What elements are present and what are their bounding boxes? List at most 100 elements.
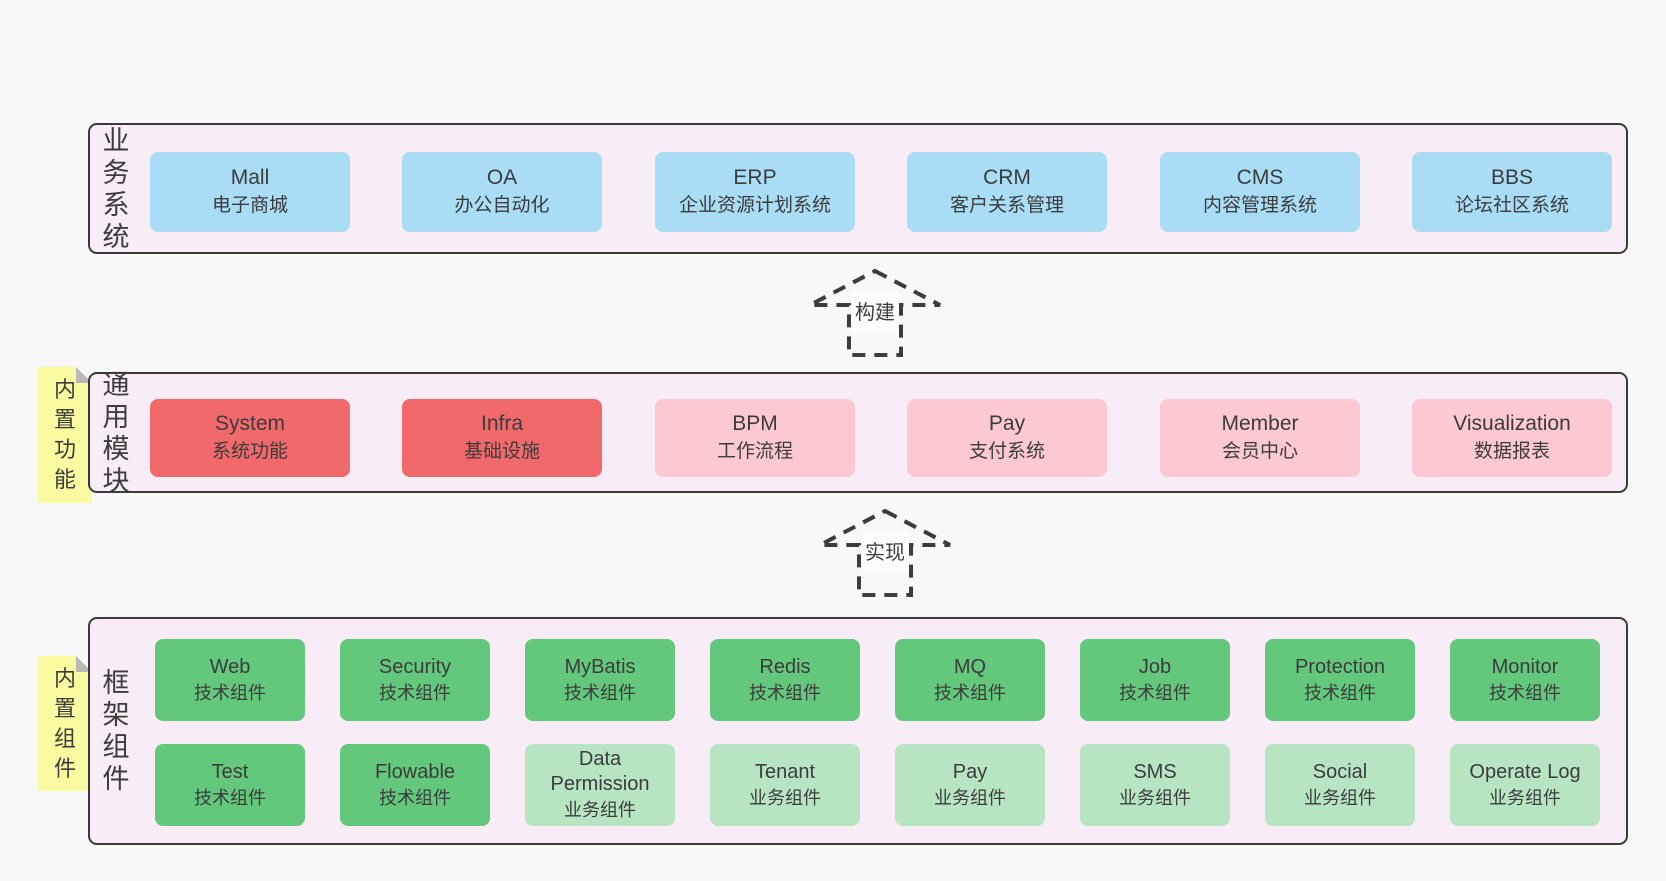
box-name: ERP: [733, 166, 777, 189]
box-name: MyBatis: [564, 655, 636, 678]
box-desc: 基础设施: [463, 441, 540, 462]
box-monitor: Monitor 技术组件: [1450, 639, 1600, 721]
box-operate-log: Operate Log 业务组件: [1450, 744, 1600, 826]
box-desc: 会员中心: [1221, 441, 1298, 462]
box-desc: 业务组件: [564, 800, 636, 820]
box-name: Web: [209, 655, 251, 678]
box-name: MQ: [953, 655, 987, 678]
box-flowable: Flowable 技术组件: [340, 744, 490, 826]
box-erp: ERP 企业资源计划系统: [655, 152, 855, 232]
box-desc: 工作流程: [716, 441, 793, 462]
box-name: Redis: [759, 655, 811, 678]
box-pay-system: Pay 支付系统: [907, 399, 1107, 477]
box-desc: 业务组件: [934, 787, 1006, 808]
arrow-label-bg: [851, 291, 899, 333]
business-systems-panel: 业务系统 Mall 电子商城 OA 办公自动化 ERP 企业资源计划系统 CRM…: [88, 123, 1628, 254]
implement-arrow: 实现: [819, 508, 951, 597]
box-cms: CMS 内容管理系统: [1160, 152, 1360, 232]
box-desc: 支付系统: [968, 441, 1045, 462]
box-name: System: [214, 412, 285, 435]
box-desc: 内容管理系统: [1202, 195, 1317, 216]
box-desc: 企业资源计划系统: [678, 195, 831, 216]
build-arrow: 构建: [809, 268, 941, 357]
box-name: SMS: [1133, 760, 1177, 783]
box-desc: 技术组件: [1489, 682, 1561, 703]
built-in-components-note: 内置组件: [38, 656, 92, 791]
business-systems-side-label: 业务系统: [96, 125, 136, 252]
box-desc: 技术组件: [379, 787, 451, 808]
box-name: Job: [1138, 655, 1172, 678]
box-name: Flowable: [374, 760, 456, 783]
box-name: Operate Log: [1469, 760, 1581, 783]
arrow-outline: [809, 268, 941, 357]
box-mybatis: MyBatis 技术组件: [525, 639, 675, 721]
box-test: Test 技术组件: [155, 744, 305, 826]
side-label-text: 通用模块: [102, 369, 130, 496]
side-label-text: 框架组件: [102, 668, 130, 794]
box-web: Web 技术组件: [155, 639, 305, 721]
box-desc: 论坛社区系统: [1454, 195, 1569, 216]
box-protection: Protection 技术组件: [1265, 639, 1415, 721]
box-security: Security 技术组件: [340, 639, 490, 721]
box-redis: Redis 技术组件: [710, 639, 860, 721]
box-desc: 技术组件: [379, 682, 451, 703]
arrow-label-bg: [861, 531, 909, 573]
box-name: Data Permission: [550, 748, 650, 795]
box-desc: 技术组件: [194, 682, 266, 703]
box-mall: Mall 电子商城: [150, 152, 350, 232]
box-desc: 技术组件: [564, 682, 636, 703]
built-in-functions-note: 内置功能: [38, 367, 92, 503]
box-desc: 技术组件: [749, 682, 821, 703]
box-name: Security: [378, 655, 452, 678]
note-text: 内置功能: [53, 377, 76, 492]
box-name: OA: [486, 166, 518, 189]
box-bbs: BBS 论坛社区系统: [1412, 152, 1612, 232]
box-name: Pay: [952, 760, 988, 783]
common-modules-side-label: 通用模块: [96, 370, 136, 496]
box-name: Member: [1221, 412, 1299, 435]
box-system: System 系统功能: [150, 399, 350, 477]
box-name: BBS: [1490, 166, 1534, 189]
box-desc: 系统功能: [211, 441, 288, 462]
box-oa: OA 办公自动化: [402, 152, 602, 232]
framework-components-panel: 框架组件 Web 技术组件 Security 技术组件 MyBatis 技术组件…: [88, 617, 1628, 845]
box-member: Member 会员中心: [1160, 399, 1360, 477]
box-name: Test: [211, 760, 249, 783]
box-name: Pay: [988, 412, 1026, 435]
box-desc: 业务组件: [1119, 787, 1191, 808]
box-name: CRM: [983, 166, 1031, 189]
box-name: BPM: [732, 412, 778, 435]
box-desc: 技术组件: [194, 787, 266, 808]
box-desc: 业务组件: [1304, 787, 1376, 808]
box-name: CMS: [1236, 166, 1284, 189]
box-mq: MQ 技术组件: [895, 639, 1045, 721]
box-job: Job 技术组件: [1080, 639, 1230, 721]
build-arrow-label: 构建: [855, 301, 895, 324]
note-text: 内置组件: [53, 665, 76, 781]
box-tenant: Tenant 业务组件: [710, 744, 860, 826]
arrow-outline: [819, 508, 951, 597]
box-crm: CRM 客户关系管理: [907, 152, 1107, 232]
box-name: Visualization: [1453, 412, 1571, 435]
framework-components-side-label: 框架组件: [96, 619, 136, 843]
side-label-text: 业务系统: [102, 125, 130, 252]
box-desc: 数据报表: [1473, 441, 1550, 462]
box-bpm: BPM 工作流程: [655, 399, 855, 477]
box-data-permission: Data Permission 业务组件: [525, 744, 675, 826]
box-name: Social: [1312, 760, 1368, 783]
box-name: Mall: [230, 166, 270, 189]
box-name: Tenant: [754, 760, 816, 783]
box-social: Social 业务组件: [1265, 744, 1415, 826]
box-desc: 业务组件: [749, 787, 821, 808]
box-desc: 电子商城: [211, 195, 288, 216]
box-desc: 技术组件: [1304, 682, 1376, 703]
box-desc: 办公自动化: [454, 195, 550, 216]
implement-arrow-label: 实现: [865, 541, 905, 564]
box-sms: SMS 业务组件: [1080, 744, 1230, 826]
box-desc: 技术组件: [934, 682, 1006, 703]
box-name: Infra: [480, 412, 524, 435]
box-name: Protection: [1294, 655, 1386, 678]
box-desc: 业务组件: [1489, 787, 1561, 808]
box-desc: 技术组件: [1119, 682, 1191, 703]
box-visualization: Visualization 数据报表: [1412, 399, 1612, 477]
